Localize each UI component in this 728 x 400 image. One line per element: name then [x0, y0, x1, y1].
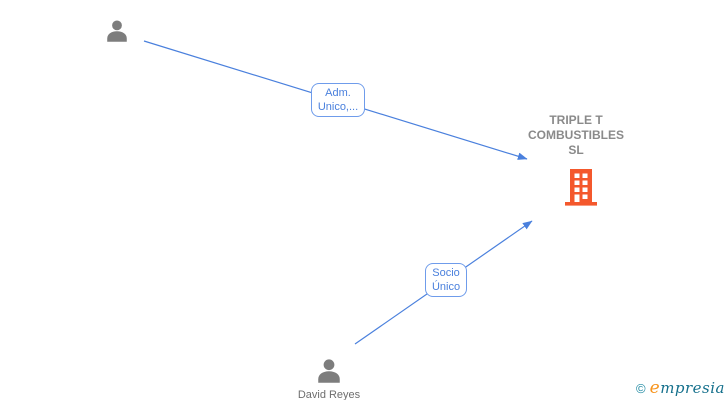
edge-label-socio-unico: Socio Único [425, 263, 467, 297]
person-icon [314, 357, 344, 386]
company-node[interactable] [561, 167, 601, 212]
person-node-top[interactable] [103, 19, 131, 44]
brand-logo: empresia [650, 378, 725, 398]
company-name-label[interactable]: TRIPLE T COMBUSTIBLES SL [528, 113, 624, 157]
person-top-name-label[interactable]: Azcano [57, 0, 177, 3]
brand-logo-rest: mpresia [660, 379, 725, 397]
brand-logo-lead-letter: e [649, 378, 661, 398]
person-icon [103, 19, 131, 44]
person-bottom-name-label[interactable]: David Reyes [297, 389, 361, 400]
copyright-icon: © [636, 381, 646, 396]
watermark: © empresia [636, 378, 725, 398]
edge-label-adm-unico: Adm. Unico,... [311, 83, 365, 117]
person-node-bottom[interactable] [314, 357, 344, 386]
building-icon [561, 169, 601, 211]
